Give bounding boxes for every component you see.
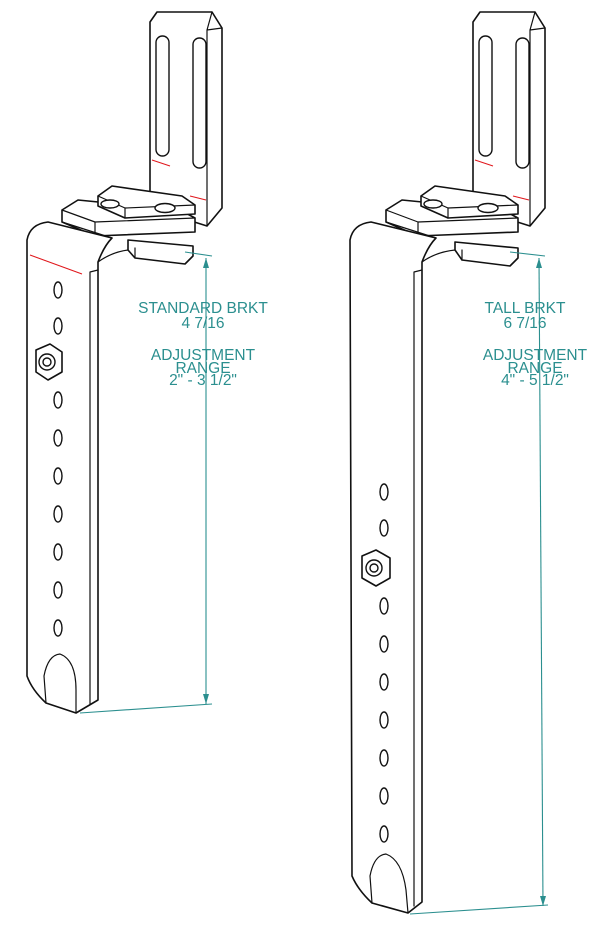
standard-dimension-line	[79, 251, 213, 714]
tall-range-title: ADJUSTMENT	[483, 347, 588, 364]
standard-clamp-block	[61, 185, 196, 265]
tall-upright-slot-left	[478, 35, 493, 157]
tall-bracket-dimension: 6 7/16	[503, 315, 546, 332]
standard-bracket-dimension: 4 7/16	[181, 315, 224, 332]
standard-hex-nut	[35, 343, 63, 381]
standard-range-title: ADJUSTMENT	[151, 347, 256, 364]
tall-range-value: 4" - 5 1/2"	[501, 372, 569, 389]
standard-adjustment-holes	[53, 281, 63, 637]
tall-bracket: TALL BRKT 6 7/16 ADJUSTMENT RANGE 4" - 5…	[349, 11, 588, 915]
tall-clamp-block	[385, 185, 519, 267]
standard-leg	[26, 221, 129, 714]
upright-slot-left	[155, 35, 170, 157]
tall-upright-slot-right	[515, 37, 530, 169]
upright-slot-right	[192, 37, 207, 169]
standard-range-subtitle: RANGE	[175, 360, 230, 377]
standard-range-value: 2" - 3 1/2"	[169, 372, 237, 389]
tall-upright-plate	[472, 11, 546, 227]
standard-upright-plate	[149, 11, 223, 227]
tall-hex-nut	[361, 549, 391, 587]
standard-bracket-name: STANDARD BRKT	[138, 300, 268, 317]
standard-bracket: STANDARD BRKT 4 7/16 ADJUSTMENT RANGE 2"…	[26, 11, 268, 714]
tall-dimension-line	[409, 251, 549, 915]
tall-bracket-name: TALL BRKT	[485, 300, 566, 317]
tall-adjustment-holes	[379, 483, 389, 843]
tall-range-subtitle: RANGE	[507, 360, 562, 377]
tall-leg	[349, 221, 456, 914]
